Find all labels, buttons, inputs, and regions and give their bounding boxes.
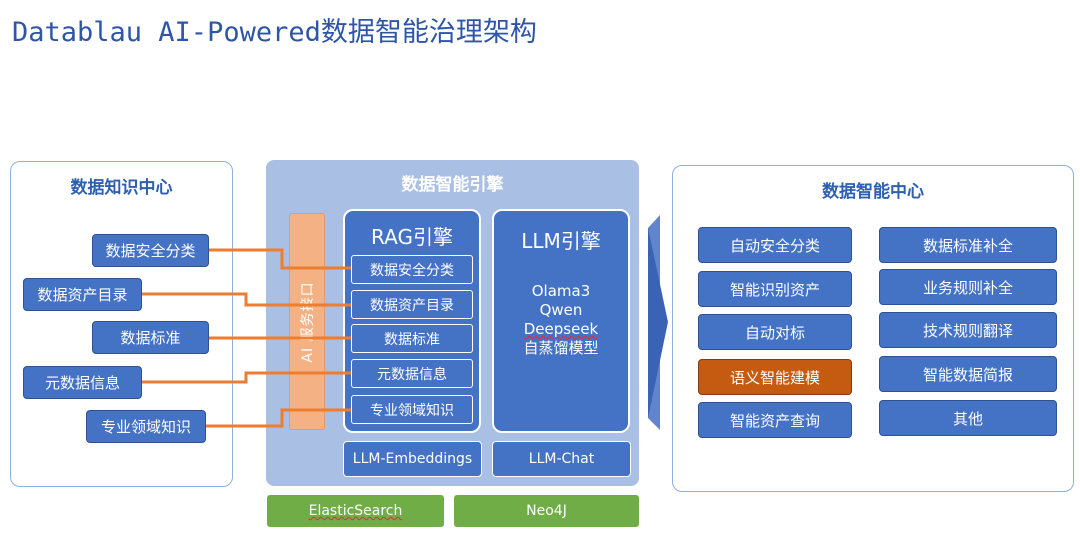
engine-title: 数据智能引擎 [401, 175, 504, 195]
llm-model-olama: Olama3 [531, 282, 591, 300]
feature-smart-asset-query[interactable]: 智能资产查询 [698, 402, 852, 438]
connector-domain [206, 408, 351, 428]
neo4j-store[interactable]: Neo4J [454, 495, 639, 527]
connector-metadata [142, 371, 351, 384]
flow-arrow-tip [648, 228, 668, 418]
knowledge-item-standard[interactable]: 数据标准 [92, 321, 209, 354]
knowledge-item-metadata[interactable]: 元数据信息 [23, 366, 142, 399]
llm-engine-title: LLM引擎 [521, 229, 601, 253]
rag-item-asset-catalog[interactable]: 数据资产目录 [351, 290, 473, 319]
rag-engine-title: RAG引擎 [371, 225, 453, 249]
llm-embeddings-button[interactable]: LLM-Embeddings [343, 441, 482, 477]
feature-smart-data-brief[interactable]: 智能数据简报 [879, 356, 1057, 392]
llm-model-deepseek: Deepseek [523, 320, 599, 338]
feature-semantic-modeling[interactable]: 语义智能建模 [698, 359, 852, 395]
feature-auto-standard-mapping[interactable]: 自动对标 [698, 314, 852, 350]
feature-business-rule-completion[interactable]: 业务规则补全 [879, 269, 1057, 305]
knowledge-item-domain[interactable]: 专业领域知识 [86, 410, 206, 443]
llm-chat-button[interactable]: LLM-Chat [492, 441, 631, 477]
knowledge-center-title: 数据知识中心 [70, 178, 173, 198]
llm-model-distilled: 自蒸馏模型 [523, 339, 599, 357]
connector-security [209, 248, 351, 270]
rag-item-standard[interactable]: 数据标准 [351, 324, 473, 353]
orange-connectors [142, 248, 351, 428]
llm-model-qwen: Qwen [539, 301, 583, 319]
page-title: Datablau AI-Powered数据智能治理架构 [12, 17, 537, 48]
feature-smart-asset-recognition[interactable]: 智能识别资产 [698, 271, 852, 307]
feature-auto-security-classify[interactable]: 自动安全分类 [698, 227, 852, 263]
connector-asset-catalog [142, 292, 351, 307]
feature-standard-completion[interactable]: 数据标准补全 [879, 227, 1057, 263]
rag-item-metadata[interactable]: 元数据信息 [351, 359, 473, 388]
ai-service-interface: AI 服务接口 [289, 213, 325, 430]
llm-model-list: Olama3 Qwen Deepseek 自蒸馏模型 [494, 282, 628, 358]
elasticsearch-store[interactable]: ElasticSearch [267, 495, 444, 527]
feature-tech-rule-translation[interactable]: 技术规则翻译 [879, 312, 1057, 348]
feature-other[interactable]: 其他 [879, 400, 1057, 436]
elasticsearch-label: ElasticSearch [308, 503, 403, 519]
knowledge-item-asset-catalog[interactable]: 数据资产目录 [23, 278, 142, 311]
rag-item-domain[interactable]: 专业领域知识 [351, 395, 473, 424]
knowledge-item-security[interactable]: 数据安全分类 [92, 234, 209, 267]
llm-engine-box: LLM引擎 Olama3 Qwen Deepseek 自蒸馏模型 [492, 209, 630, 433]
rag-item-security[interactable]: 数据安全分类 [351, 255, 473, 284]
intelligence-center-title: 数据智能中心 [822, 182, 924, 202]
